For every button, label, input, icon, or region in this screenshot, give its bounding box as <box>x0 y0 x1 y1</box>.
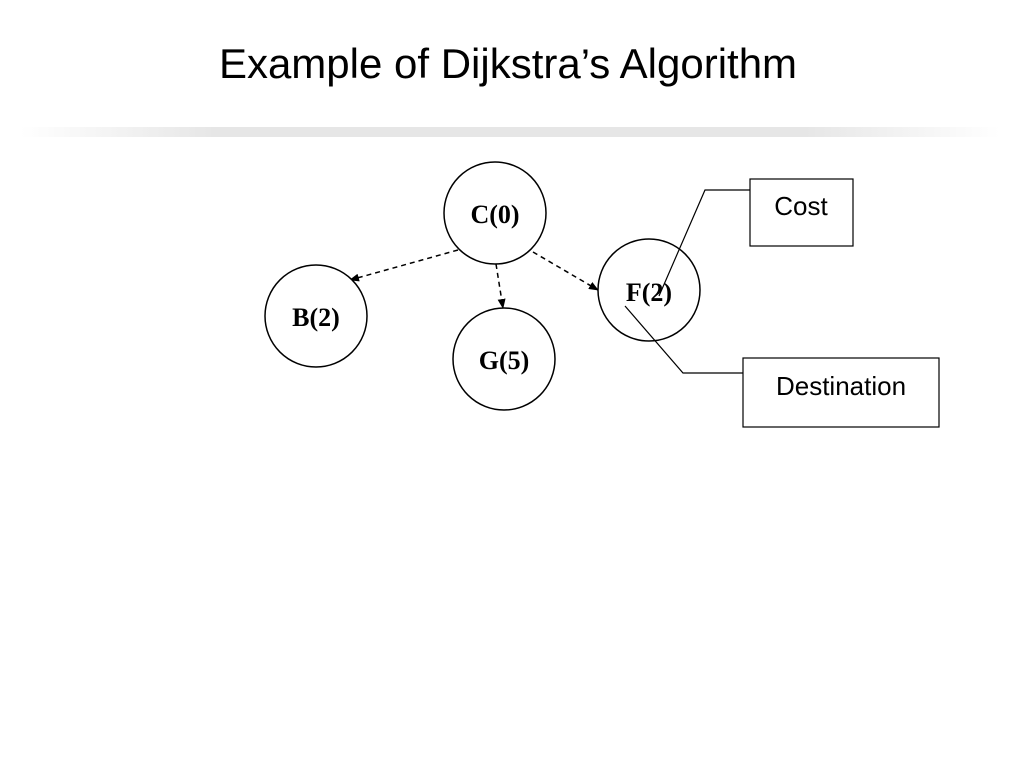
edge-c-to-g <box>495 263 506 309</box>
callout-cost-box <box>749 178 854 247</box>
node-c-label: C(0) <box>470 200 519 229</box>
title-divider <box>20 127 1000 137</box>
callout-cost-label: Cost <box>774 191 828 221</box>
node-f: F(2) <box>597 238 701 342</box>
node-g: G(5) <box>452 307 556 411</box>
node-b-label: B(2) <box>292 303 340 332</box>
callout-destination-box <box>742 357 940 428</box>
edge-c-to-b <box>349 249 459 282</box>
callout-cost: Cost <box>658 178 854 297</box>
callout-destination-leader <box>624 305 743 374</box>
callout-cost-leader <box>658 189 750 297</box>
callout-destination-label: Destination <box>776 371 906 401</box>
callout-destination: Destination <box>624 305 940 428</box>
node-g-label: G(5) <box>479 346 530 375</box>
node-b: B(2) <box>264 264 368 368</box>
node-c: C(0) <box>443 161 547 265</box>
slide-title: Example of Dijkstra’s Algorithm <box>218 40 798 87</box>
edge-c-to-f <box>532 251 599 291</box>
